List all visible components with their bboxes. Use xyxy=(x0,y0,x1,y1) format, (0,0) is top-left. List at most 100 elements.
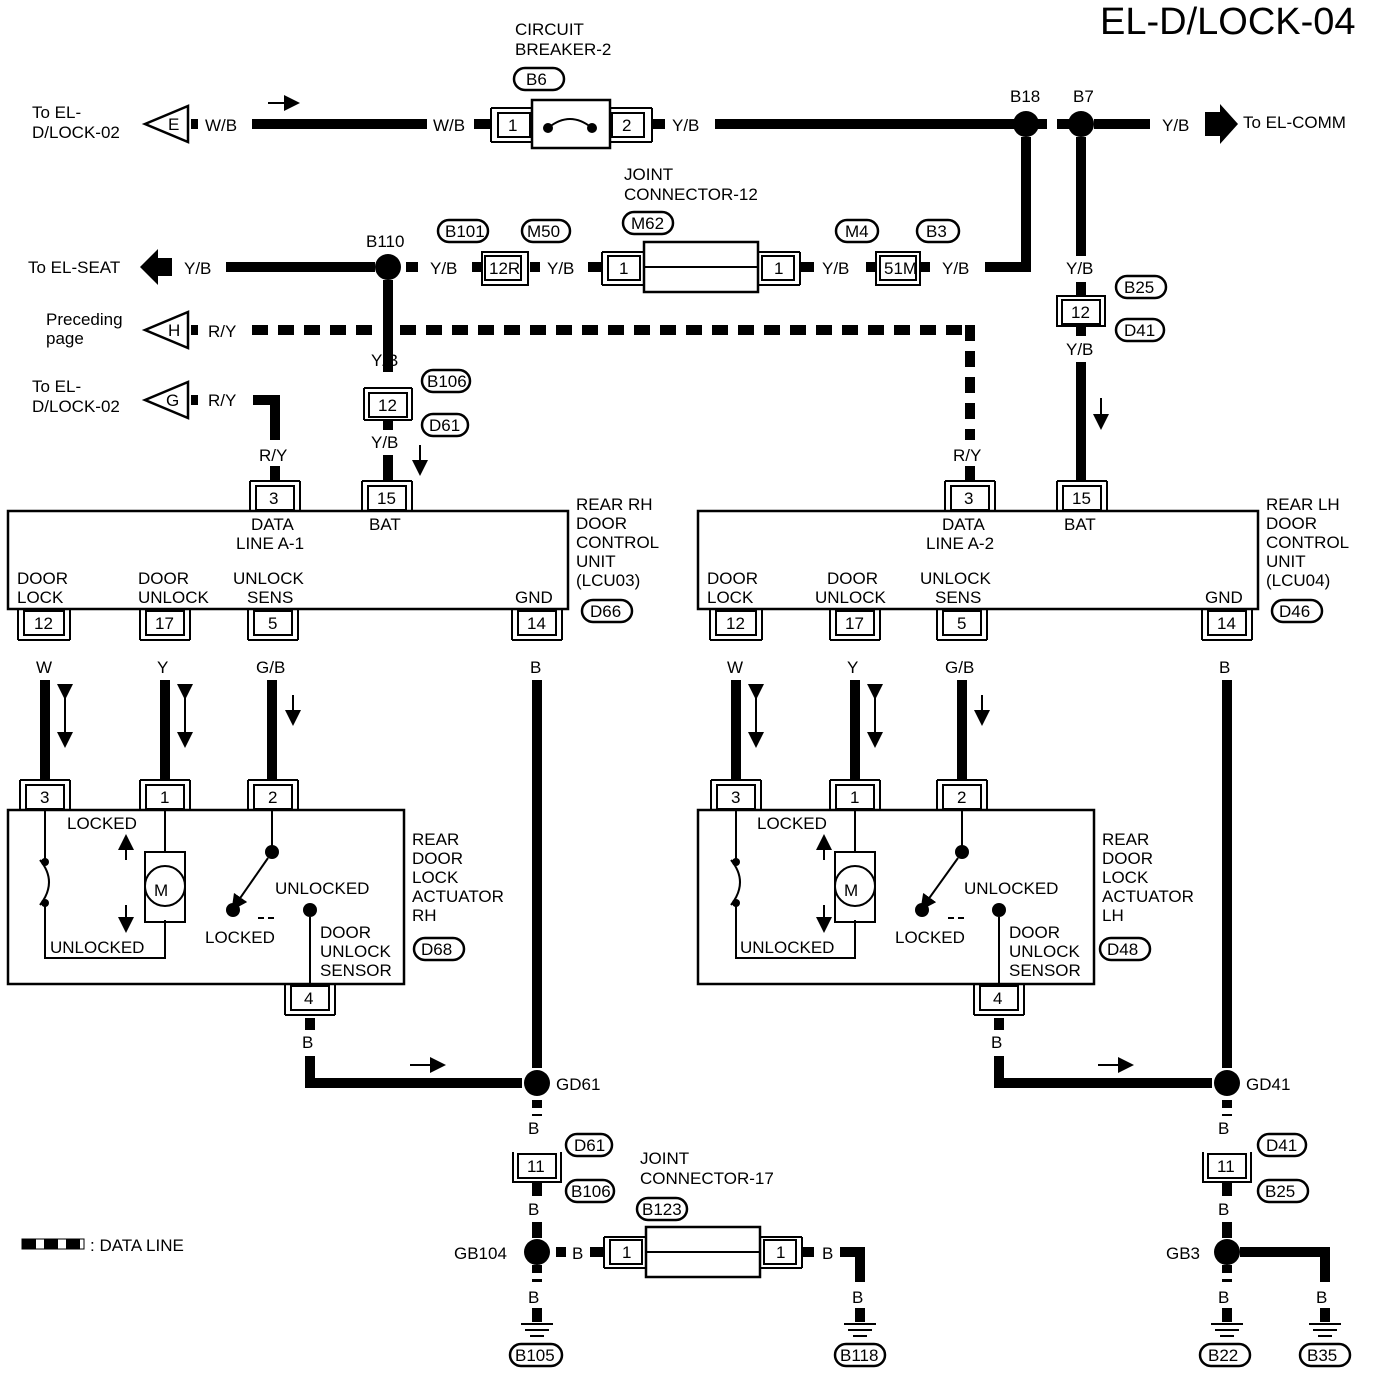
arrow-to-el-seat xyxy=(140,249,172,285)
svg-text:R/Y: R/Y xyxy=(953,446,981,465)
svg-text:page: page xyxy=(46,329,84,348)
svg-text:M4: M4 xyxy=(845,222,869,241)
svg-text:(LCU04): (LCU04) xyxy=(1266,571,1330,590)
svg-text:3: 3 xyxy=(269,489,278,508)
svg-text:G/B: G/B xyxy=(256,658,285,677)
svg-text:UNLOCK: UNLOCK xyxy=(138,588,210,607)
connector-b6 xyxy=(512,66,566,92)
svg-text:B101: B101 xyxy=(445,222,485,241)
svg-text:B105: B105 xyxy=(515,1346,555,1365)
svg-text:B: B xyxy=(530,658,541,677)
svg-text:2: 2 xyxy=(957,788,966,807)
svg-text:5: 5 xyxy=(268,614,277,633)
svg-text:UNLOCKED: UNLOCKED xyxy=(964,879,1058,898)
svg-text:To EL-COMM: To EL-COMM xyxy=(1243,113,1346,132)
svg-text:B: B xyxy=(822,1244,833,1263)
svg-text:Y/B: Y/B xyxy=(672,116,699,135)
svg-text:To EL-: To EL- xyxy=(32,377,81,396)
svg-text:1: 1 xyxy=(619,259,628,278)
svg-text:G/B: G/B xyxy=(945,658,974,677)
svg-text:B110: B110 xyxy=(366,232,404,251)
svg-text:DATA: DATA xyxy=(942,515,985,534)
svg-text:1: 1 xyxy=(774,259,783,278)
svg-text:Y: Y xyxy=(157,658,168,677)
svg-text:Y/B: Y/B xyxy=(1066,259,1093,278)
svg-text:B: B xyxy=(1316,1288,1327,1307)
svg-text:Y/B: Y/B xyxy=(1066,340,1093,359)
svg-text:REAR LH: REAR LH xyxy=(1266,495,1340,514)
svg-text:B: B xyxy=(528,1119,539,1138)
rear-door-lock-actuator-lh xyxy=(696,808,1096,986)
svg-text:GND: GND xyxy=(1205,588,1243,607)
svg-text:DOOR: DOOR xyxy=(576,514,627,533)
svg-text:3: 3 xyxy=(40,788,49,807)
junction-b18 xyxy=(1013,111,1039,137)
svg-text:B106: B106 xyxy=(427,372,467,391)
svg-text:LOCK: LOCK xyxy=(707,588,754,607)
svg-text:CONNECTOR-17: CONNECTOR-17 xyxy=(640,1169,774,1188)
svg-text:3: 3 xyxy=(731,788,740,807)
svg-text:W: W xyxy=(36,658,52,677)
svg-text:Preceding: Preceding xyxy=(46,310,123,329)
svg-text:GD41: GD41 xyxy=(1246,1075,1290,1094)
svg-text:B: B xyxy=(1218,1119,1229,1138)
svg-text:17: 17 xyxy=(155,614,174,633)
svg-text:UNIT: UNIT xyxy=(576,552,616,571)
svg-text:H: H xyxy=(168,321,180,340)
rear-rh-door-control-unit xyxy=(6,509,570,611)
svg-text:W: W xyxy=(727,658,743,677)
svg-text:B25: B25 xyxy=(1265,1182,1295,1201)
svg-text:UNLOCK: UNLOCK xyxy=(320,942,392,961)
cb-label-1: CIRCUIT xyxy=(515,20,584,39)
svg-text:ACTUATOR: ACTUATOR xyxy=(412,887,504,906)
page-title: EL-D/LOCK-04 xyxy=(1100,1,1356,43)
svg-text:B6: B6 xyxy=(526,70,547,89)
svg-text:UNLOCK: UNLOCK xyxy=(1009,942,1081,961)
svg-text:D68: D68 xyxy=(421,940,452,959)
arrow-to-el-comm xyxy=(1205,104,1238,144)
svg-text:DOOR: DOOR xyxy=(707,569,758,588)
ref-e-label: E xyxy=(168,115,179,134)
ground-junction-gb3 xyxy=(1214,1239,1240,1265)
svg-text:3: 3 xyxy=(964,489,973,508)
junction-b7 xyxy=(1068,111,1094,137)
wire-label-wb-2: W/B xyxy=(433,116,465,135)
svg-text:15: 15 xyxy=(1072,489,1091,508)
svg-text:4: 4 xyxy=(304,989,313,1008)
svg-text:UNLOCKED: UNLOCKED xyxy=(740,938,834,957)
svg-text:1: 1 xyxy=(850,788,859,807)
svg-text:12: 12 xyxy=(1071,303,1090,322)
svg-text:B: B xyxy=(1218,1200,1229,1219)
svg-text:Y/B: Y/B xyxy=(1162,116,1189,135)
svg-text:Y: Y xyxy=(847,658,858,677)
svg-text:CONNECTOR-12: CONNECTOR-12 xyxy=(624,185,758,204)
svg-text:11: 11 xyxy=(527,1157,545,1176)
svg-text:Y/B: Y/B xyxy=(430,259,457,278)
svg-text:ACTUATOR: ACTUATOR xyxy=(1102,887,1194,906)
svg-text:B123: B123 xyxy=(642,1200,682,1219)
svg-text:REAR: REAR xyxy=(1102,830,1149,849)
svg-text:DOOR: DOOR xyxy=(138,569,189,588)
svg-text:14: 14 xyxy=(1217,614,1236,633)
svg-text:LINE A-2: LINE A-2 xyxy=(926,534,994,553)
svg-text:BAT: BAT xyxy=(1064,515,1096,534)
svg-text:REAR RH: REAR RH xyxy=(576,495,653,514)
svg-text:B: B xyxy=(1219,658,1230,677)
svg-text:R/Y: R/Y xyxy=(208,322,236,341)
svg-text:B35: B35 xyxy=(1307,1346,1337,1365)
svg-text:12: 12 xyxy=(378,396,397,415)
svg-text:(LCU03): (LCU03) xyxy=(576,571,640,590)
svg-text:B: B xyxy=(302,1033,313,1052)
svg-text:SENS: SENS xyxy=(935,588,981,607)
svg-text:B22: B22 xyxy=(1208,1346,1238,1365)
svg-text:2: 2 xyxy=(622,116,631,135)
svg-text:Y/B: Y/B xyxy=(371,351,398,370)
svg-text:SENS: SENS xyxy=(247,588,293,607)
svg-text:GB104: GB104 xyxy=(454,1244,507,1263)
svg-text:To EL-SEAT: To EL-SEAT xyxy=(28,258,120,277)
svg-text:12: 12 xyxy=(34,614,53,633)
junction-b110 xyxy=(375,254,401,280)
svg-text:LOCKED: LOCKED xyxy=(757,814,827,833)
svg-text:UNLOCK: UNLOCK xyxy=(920,569,992,588)
